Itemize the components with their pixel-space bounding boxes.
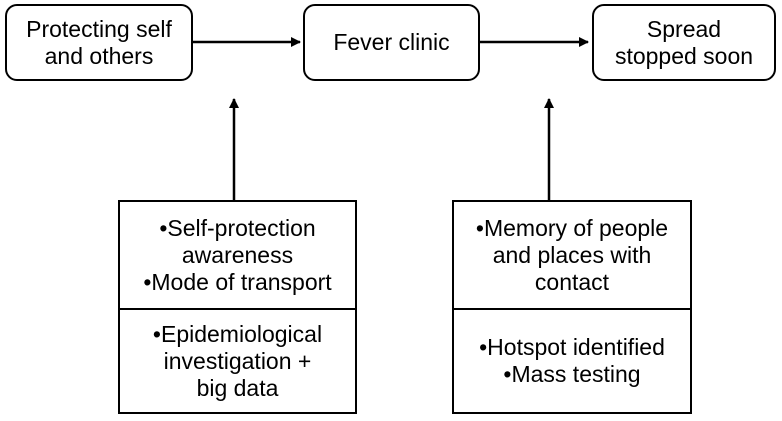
node-text: Protecting self xyxy=(26,15,172,42)
factor-text: •Mass testing xyxy=(503,361,641,387)
node-text: stopped soon xyxy=(614,42,754,69)
factor-text: •Epidemiological xyxy=(152,320,323,347)
left-box-bottom-section: •Epidemiological investigation + big dat… xyxy=(120,310,355,412)
factor-text: •Mode of transport xyxy=(143,268,332,295)
node-text: Spread xyxy=(646,15,722,42)
factor-text: •Hotspot identified xyxy=(479,334,665,360)
factor-text: contact xyxy=(534,268,610,295)
node-text: Fever clinic xyxy=(333,29,450,55)
factor-text: •Memory of people xyxy=(475,214,669,241)
right-box-bottom-section: •Hotspot identified •Mass testing xyxy=(454,310,690,412)
left-factor-box: •Self-protection awareness •Mode of tran… xyxy=(118,200,357,414)
left-box-divider xyxy=(120,308,355,310)
right-factor-box: •Memory of people and places with contac… xyxy=(452,200,692,414)
right-box-divider xyxy=(454,308,690,310)
factor-text: big data xyxy=(196,374,279,401)
right-box-top-section: •Memory of people and places with contac… xyxy=(454,202,690,308)
factor-text: investigation + xyxy=(163,347,312,374)
factor-text: •Self-protection xyxy=(159,214,316,241)
left-box-top-section: •Self-protection awareness •Mode of tran… xyxy=(120,202,355,308)
node-text: and others xyxy=(44,42,154,69)
node-protecting-self: Protecting self and others xyxy=(5,4,193,81)
factor-text: awareness xyxy=(181,241,294,268)
node-spread-stopped: Spread stopped soon xyxy=(592,4,776,81)
node-fever-clinic: Fever clinic xyxy=(303,4,480,81)
factor-text: and places with xyxy=(492,241,652,268)
